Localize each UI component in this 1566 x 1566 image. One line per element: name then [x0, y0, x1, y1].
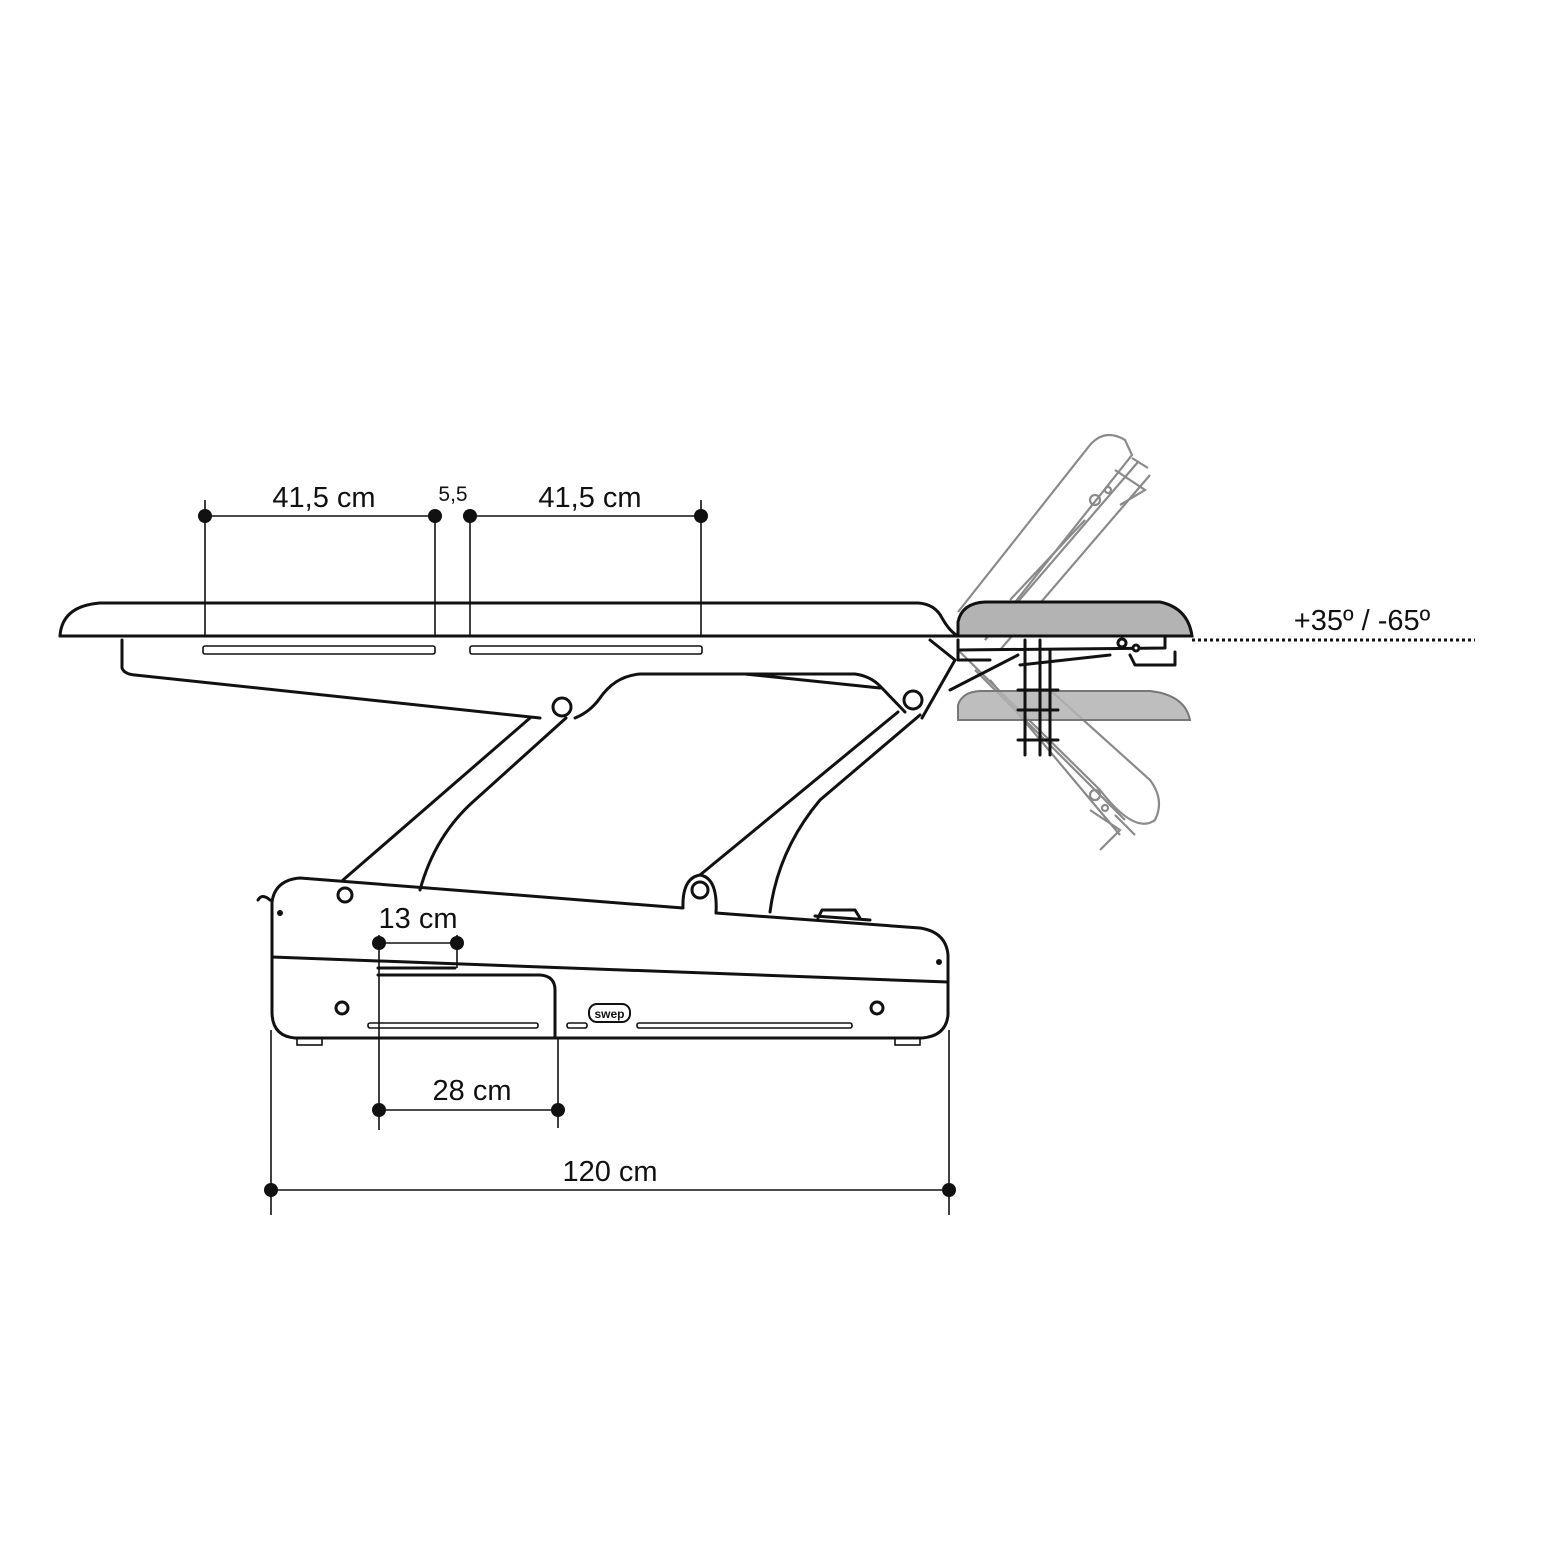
- leg-right: [698, 710, 922, 914]
- headrest-mechanism: [948, 634, 1177, 757]
- upper-frame: [120, 638, 907, 720]
- dim-headrest-angle: +35º / -65º: [1294, 605, 1431, 637]
- dim-gap: 5,5: [438, 483, 467, 506]
- base: [270, 873, 950, 1040]
- svg-text:swep: swep: [594, 1007, 624, 1021]
- table-top: [58, 601, 960, 638]
- leg-left: [341, 716, 568, 892]
- dim-base-mid: 28 cm: [433, 1075, 512, 1107]
- headrest-lowered: [957, 690, 1192, 721]
- headrest-ghost-down: [957, 649, 1161, 851]
- dim-upper-section-2: 41,5 cm: [538, 482, 641, 514]
- dim-base-total: 120 cm: [562, 1156, 657, 1188]
- pivot: [902, 689, 924, 711]
- swep-logo: swep: [588, 1003, 631, 1023]
- dim-upper-section-1: 41,5 cm: [272, 482, 375, 514]
- pivot: [551, 696, 573, 718]
- headrest: [956, 600, 1194, 638]
- dim-base-short: 13 cm: [379, 903, 458, 935]
- dimension-lines: [198, 500, 956, 1215]
